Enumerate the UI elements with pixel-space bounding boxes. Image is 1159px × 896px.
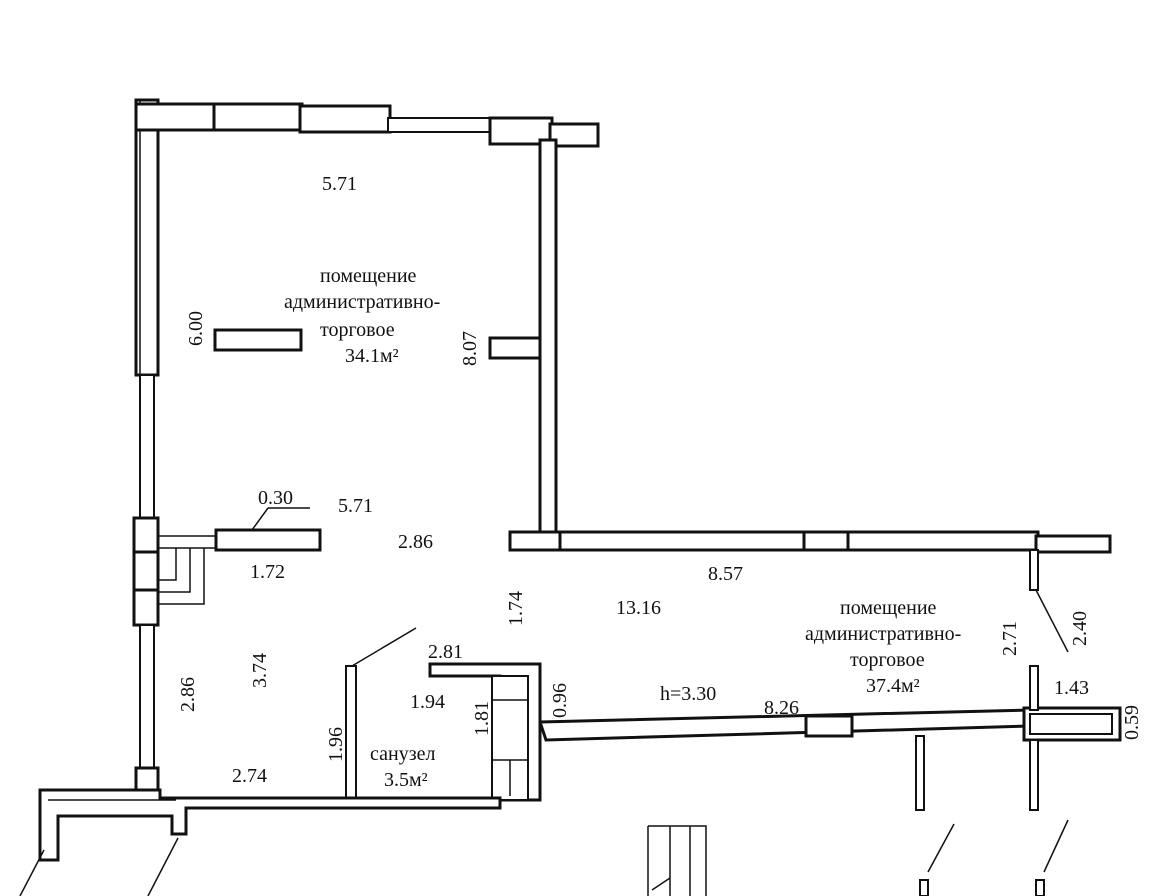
wc-block [345, 627, 542, 802]
dim-right-height: 8.07 [459, 331, 481, 366]
dim-mid-width: 5.71 [338, 495, 373, 517]
dim-room-b-top-width: 8.57 [708, 563, 743, 585]
left-exterior-wall [132, 98, 160, 800]
dim-left-height: 6.00 [185, 311, 207, 346]
pier-leader [251, 507, 269, 531]
room-b-area: 37.4м² [866, 675, 920, 697]
room-a-name-2: административно- [284, 291, 440, 313]
dim-corridor-height: 1.74 [505, 591, 527, 626]
dim-right-end-height: 0.59 [1121, 705, 1143, 740]
room-b-top-wall [508, 530, 1112, 653]
room-a-right-wall [538, 138, 558, 537]
dim-lower-inner-height: 3.74 [249, 653, 271, 688]
dim-passage-width: 2.86 [398, 531, 433, 553]
room-a-name-3: торговое [320, 319, 395, 341]
dim-room-b-length: 13.16 [616, 597, 661, 619]
dim-wc-depth: 1.81 [471, 701, 493, 736]
dim-pier-length: 1.72 [250, 561, 285, 583]
inner-frame [158, 535, 216, 605]
stair-fragment [647, 819, 1069, 896]
dim-step-height: 0.96 [549, 683, 571, 718]
dim-bottom-width: 2.74 [232, 765, 267, 787]
dim-top-width: 5.71 [322, 173, 357, 195]
partition-pier [214, 528, 322, 552]
top-exterior-wall [134, 102, 600, 148]
wc-area: 3.5м² [384, 769, 428, 791]
room-a-name-1: помещение [320, 265, 417, 287]
dim-lower-left-height: 2.86 [177, 677, 199, 712]
column [213, 328, 303, 352]
bottom-exterior-wall [19, 788, 502, 896]
dim-room-b-right-offset: 2.40 [1069, 611, 1091, 646]
room-b-name-1: помещение [840, 597, 937, 619]
room-b-bottom-wall [537, 665, 1122, 811]
room-b-name-2: административно- [805, 623, 961, 645]
dim-ceiling-height: h=3.30 [660, 683, 716, 705]
room-a-area: 34.1м² [345, 345, 399, 367]
dim-right-end-width: 1.43 [1054, 677, 1089, 699]
dim-wc-top-width: 2.81 [428, 641, 463, 663]
pilaster-right [488, 336, 542, 360]
wc-name: санузел [370, 743, 435, 765]
dim-room-b-bottom-width: 8.26 [764, 697, 799, 719]
room-b-name-3: торговое [850, 649, 925, 671]
dim-wc-width: 1.94 [410, 691, 445, 713]
dim-room-b-right-height: 2.71 [999, 621, 1021, 656]
dim-pier-thickness: 0.30 [258, 487, 293, 509]
dim-door-height: 1.96 [325, 727, 347, 762]
